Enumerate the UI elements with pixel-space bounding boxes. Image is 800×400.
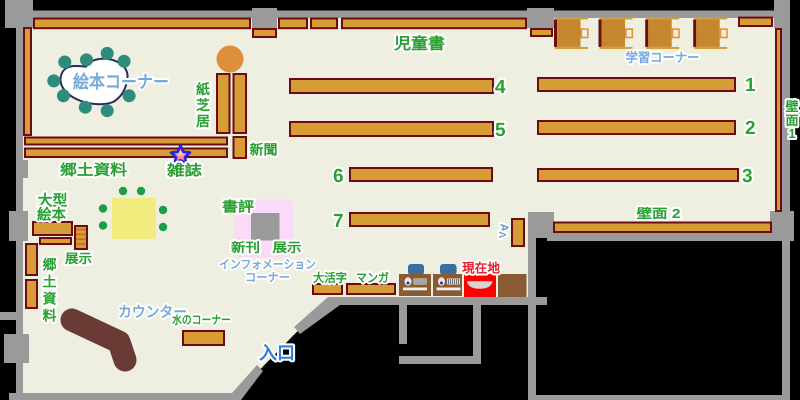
svg-text:雑誌: 雑誌 <box>166 162 202 180</box>
svg-text:入口: 入口 <box>259 343 295 363</box>
svg-text:展示: 展示 <box>273 240 302 255</box>
svg-text:4: 4 <box>495 77 506 98</box>
svg-text:資: 資 <box>43 291 57 307</box>
svg-text:現在地: 現在地 <box>462 261 500 276</box>
svg-text:A: A <box>497 223 509 231</box>
svg-text:書評: 書評 <box>222 199 254 215</box>
svg-text:郷: 郷 <box>43 257 57 273</box>
svg-text:1: 1 <box>745 75 756 96</box>
svg-text:絵本コーナー: 絵本コーナー <box>73 72 169 92</box>
svg-text:2: 2 <box>745 118 756 139</box>
svg-text:壁面 2: 壁面 2 <box>637 206 681 221</box>
svg-text:新聞: 新聞 <box>250 142 278 158</box>
svg-text:V: V <box>498 231 509 238</box>
svg-text:新刊: 新刊 <box>231 240 260 255</box>
svg-text:土: 土 <box>43 274 57 290</box>
svg-text:インフォメーション: インフォメーション <box>219 258 316 272</box>
svg-text:学習コーナー: 学習コーナー <box>626 50 700 65</box>
svg-text:5: 5 <box>495 120 506 141</box>
svg-text:カウンター: カウンター <box>118 304 187 321</box>
svg-text:児童書: 児童書 <box>393 35 445 53</box>
svg-text:3: 3 <box>742 166 753 187</box>
svg-text:コーナー: コーナー <box>245 271 290 285</box>
svg-text:6: 6 <box>333 166 344 187</box>
svg-text:大型: 大型 <box>38 193 68 210</box>
svg-text:マンガ: マンガ <box>356 271 389 285</box>
svg-text:壁: 壁 <box>785 99 798 114</box>
svg-text:面: 面 <box>785 113 798 128</box>
svg-text:水のコーナー: 水のコーナー <box>172 313 231 327</box>
svg-text:絵本: 絵本 <box>37 206 66 224</box>
svg-text:紙: 紙 <box>196 81 210 97</box>
svg-text:展示: 展示 <box>65 251 92 266</box>
svg-text:芝: 芝 <box>196 97 210 113</box>
svg-text:居: 居 <box>196 113 210 129</box>
svg-text:料: 料 <box>43 308 57 324</box>
svg-text:郷土資料: 郷土資料 <box>60 162 127 179</box>
svg-text:7: 7 <box>333 211 344 232</box>
svg-text:1: 1 <box>788 126 795 141</box>
svg-text:大活字: 大活字 <box>313 271 347 285</box>
